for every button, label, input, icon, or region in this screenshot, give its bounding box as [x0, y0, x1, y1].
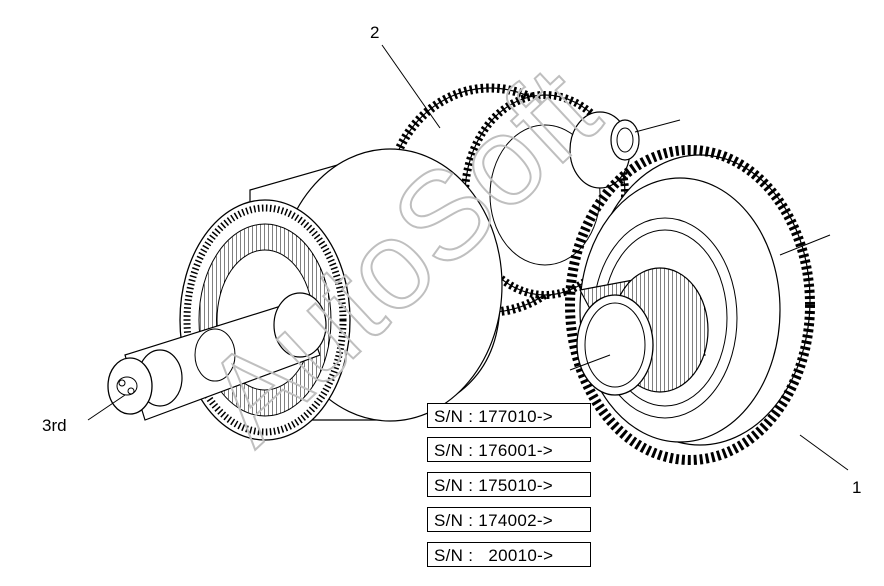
leader-line-2 [381, 44, 441, 129]
serial-number-box-4: S/N : 174002-> [427, 507, 591, 532]
splined-hub [576, 267, 709, 396]
upper-shaft [569, 111, 640, 189]
serial-number-box-2: S/N : 176001-> [427, 437, 591, 462]
serial-number-box-5: S/N : 20010-> [427, 542, 591, 567]
center-line-right [779, 234, 831, 256]
center-line-top [634, 119, 681, 133]
callout-2: 2 [370, 23, 380, 42]
callout-3rd: 3rd [42, 416, 67, 435]
leader-line-3rd [87, 394, 126, 421]
leader-line-1 [799, 434, 849, 471]
center-line-hub [569, 354, 611, 371]
main-shaft [107, 292, 327, 421]
serial-number-box-1: S/N : 177010-> [427, 403, 591, 428]
callout-1: 1 [852, 478, 862, 497]
serial-number-box-3: S/N : 175010-> [427, 472, 591, 497]
